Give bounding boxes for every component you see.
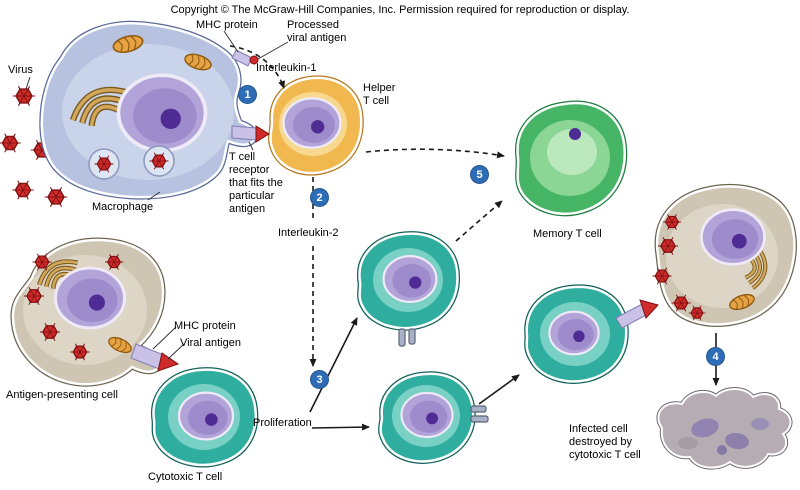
virus-icon [44, 186, 68, 208]
copyright-text: Copyright © The McGraw-Hill Companies, I… [170, 4, 630, 16]
cytotoxic-t-attacking [527, 287, 659, 382]
step-3-badge: 3 [311, 371, 328, 388]
memory-t-cell [517, 103, 624, 214]
leader-mhc-top [223, 30, 239, 53]
memory-t-nucleolus [569, 128, 581, 140]
step-1-badge: 1 [239, 86, 256, 103]
processed-antigen-dot [249, 55, 259, 65]
ctl-nucleus [382, 255, 438, 303]
label-antigen-presenting-cell: Antigen-presenting cell [6, 389, 118, 401]
cytotoxic-t-cell [153, 370, 255, 465]
label-proliferation: Proliferation [253, 417, 312, 429]
proliferation-arrow-lower [311, 423, 370, 431]
leader-tcr [248, 141, 254, 151]
virus-icon [0, 133, 22, 153]
label-infected-cell-destroyed: Infected cell destroyed by cytotoxic T c… [569, 423, 641, 461]
antigen-presenting-cell [13, 240, 180, 384]
label-helper-t-cell: Helper T cell [363, 82, 396, 107]
antigen-arrow [255, 125, 270, 143]
cell-fragment [751, 418, 769, 430]
leader-lines [25, 30, 289, 360]
leader-virus [25, 76, 31, 90]
label-mhc-protein-left: MHC protein [174, 320, 236, 332]
infected-cell [651, 186, 794, 324]
leader-viral-antigen [167, 343, 185, 360]
step-5-badge: 5 [471, 166, 488, 183]
virus-icon [11, 180, 35, 200]
cell-fragment [678, 437, 698, 449]
cell-fragment [725, 432, 749, 450]
helper-t-cell [270, 78, 361, 173]
clone-to-attacker-arrow [478, 374, 520, 405]
label-mhc-protein-top: MHC protein [196, 19, 258, 31]
macrophage-cell [42, 23, 259, 197]
step-2-badge: 2 [311, 189, 328, 206]
macrophage-nucleus [116, 73, 208, 153]
label-t-cell-receptor: T cell receptor that fits the particular… [229, 151, 283, 215]
infected-cell-nucleus [700, 208, 766, 266]
apc-nucleus [54, 266, 126, 330]
label-memory-t-cell: Memory T cell [533, 228, 602, 240]
antigen-arrow [639, 299, 659, 319]
helper-to-memory-arrow [365, 148, 505, 159]
cell-fragment [691, 418, 719, 438]
t-cell-receptor-prongs [398, 328, 416, 347]
label-cytotoxic-t-cell: Cytotoxic T cell [148, 471, 223, 483]
helper-t-nucleus [282, 97, 342, 149]
virus-icon [12, 85, 36, 107]
ctl-nucleus [177, 391, 235, 441]
interleukin-1-arrow [229, 45, 285, 89]
label-macrophage: Macrophage [92, 201, 154, 213]
label-viral-antigen: Viral antigen [180, 337, 241, 349]
destroyed-cell [656, 386, 793, 470]
step-4-badge: 4 [707, 348, 724, 365]
mhc-protein-top [231, 49, 253, 67]
ctl-nucleus [400, 391, 454, 439]
label-processed-viral-antigen: Processed viral antigen [287, 19, 347, 44]
leader-processed-antigen [257, 41, 289, 60]
cytotoxic-t-clone-upper [359, 234, 457, 347]
flow-arrows [229, 45, 720, 431]
ctl-nucleus [548, 310, 600, 356]
label-interleukin-1: Interleukin-1 [256, 62, 317, 74]
leader-macrophage [147, 191, 161, 201]
leader-mhc-left [152, 326, 177, 350]
proliferation-arrow-upper [309, 317, 358, 413]
label-virus: Virus [8, 64, 33, 76]
mhc-tcr-junction [231, 125, 270, 143]
viral-antigen-arrow [157, 352, 180, 372]
cytotoxic-t-clone-lower [381, 374, 489, 462]
label-interleukin-2: Interleukin-2 [278, 227, 339, 239]
cell-fragment [717, 445, 727, 455]
mhc-bar [231, 125, 257, 141]
clone-to-memory-arrow [455, 200, 503, 242]
